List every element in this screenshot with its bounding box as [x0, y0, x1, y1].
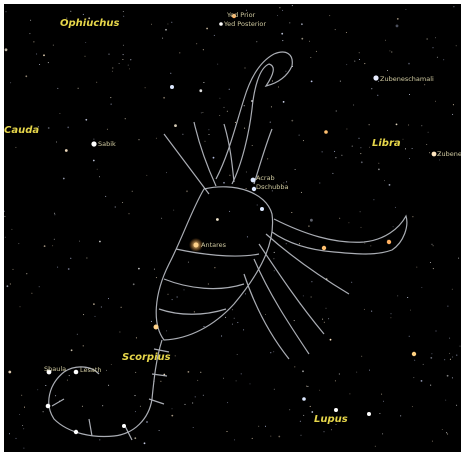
star-label-dschubba: Dschubba	[256, 183, 288, 191]
star-label-shaula: Shaula	[44, 365, 66, 373]
constellation-label-scorpius: Scorpius	[122, 352, 171, 363]
scorpion-artwork	[49, 52, 407, 440]
sabik-star	[91, 141, 96, 146]
acrab-star	[251, 178, 256, 183]
star-label-yed-prior: Yed Prior	[227, 11, 255, 19]
star-label-zubenelgenubi: Zubenel	[437, 150, 461, 158]
background-stars	[4, 5, 460, 449]
zubeneschamali-star	[373, 75, 378, 80]
lesath-star	[74, 370, 79, 375]
sky-artwork	[4, 4, 461, 452]
star-label-antares: Antares	[201, 241, 226, 249]
star-label-zubeneschamali: Zubeneschamali	[380, 75, 434, 83]
star-label-sabik: Sabik	[98, 140, 116, 148]
right-claw	[272, 216, 407, 254]
constellation-label-libra: Libra	[372, 138, 401, 149]
star-label-lesath: Lesath	[80, 366, 102, 374]
constellation-label-cauda: Cauda	[4, 125, 39, 136]
star-label-yed-posterior: Yed Posterior	[224, 20, 266, 28]
upper-claw	[216, 52, 292, 184]
star-label-acrab: Acrab	[256, 174, 275, 182]
constellation-label-lupus: Lupus	[314, 414, 348, 425]
constellation-label-ophiuchus: Ophiuchus	[60, 18, 119, 29]
sky-view[interactable]: Ophiuchus Libra Scorpius Lupus Cauda Yed…	[4, 4, 461, 452]
